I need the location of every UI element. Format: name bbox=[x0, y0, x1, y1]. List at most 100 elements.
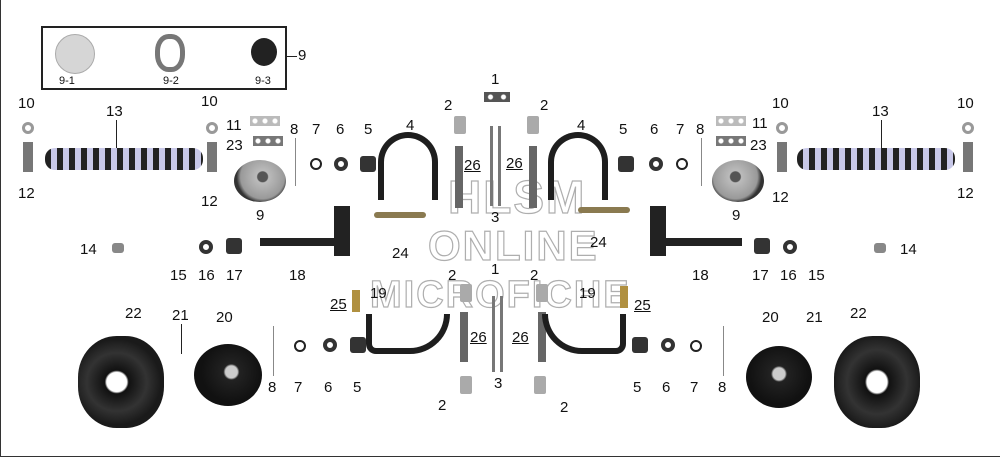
label-20-b: 20 bbox=[762, 309, 779, 326]
bolt-12-b[interactable] bbox=[207, 142, 217, 172]
steering-knuckle-18[interactable] bbox=[260, 238, 344, 246]
o-ring-7-c[interactable] bbox=[690, 340, 702, 352]
bushing-2-d[interactable] bbox=[536, 284, 548, 302]
label-1-b: 1 bbox=[491, 261, 500, 278]
brake-cam-part[interactable] bbox=[251, 38, 277, 66]
nut-17-b[interactable] bbox=[754, 238, 770, 254]
bolt-12-d[interactable] bbox=[963, 142, 973, 172]
tie-rod-end-24[interactable] bbox=[374, 212, 426, 218]
label-14: 14 bbox=[80, 241, 97, 258]
o-ring-7[interactable] bbox=[310, 158, 322, 170]
label-2-b: 2 bbox=[540, 97, 549, 114]
label-2-e: 2 bbox=[438, 397, 447, 414]
label-24-b: 24 bbox=[590, 234, 607, 251]
brake-assembly-9[interactable] bbox=[234, 160, 286, 202]
castle-nut-5-c[interactable] bbox=[632, 337, 648, 353]
label-17-b: 17 bbox=[752, 267, 769, 284]
sleeve-26[interactable] bbox=[455, 146, 463, 208]
washer-6-c[interactable] bbox=[661, 338, 675, 352]
bolt-12[interactable] bbox=[23, 142, 33, 172]
label-12-d: 12 bbox=[957, 185, 974, 202]
nuts-23[interactable] bbox=[253, 136, 283, 146]
nut-10-c[interactable] bbox=[776, 122, 788, 134]
bushing-2[interactable] bbox=[454, 116, 466, 134]
bushing-2-c[interactable] bbox=[460, 284, 472, 302]
grease-nipple-25-b[interactable] bbox=[620, 286, 628, 308]
washer-16-b[interactable] bbox=[783, 240, 797, 254]
washer-6-b[interactable] bbox=[323, 338, 337, 352]
sleeve-26-d[interactable] bbox=[538, 312, 546, 362]
bolt-3[interactable] bbox=[490, 126, 493, 206]
shock-absorber-13-b[interactable] bbox=[797, 148, 955, 170]
label-9: 9 bbox=[256, 207, 265, 224]
nuts-23-b[interactable] bbox=[716, 136, 746, 146]
washers-11-b[interactable] bbox=[716, 116, 746, 126]
label-26-c: 26 bbox=[470, 329, 487, 346]
o-ring-7-d[interactable] bbox=[676, 158, 688, 170]
leader bbox=[285, 56, 297, 57]
sleeve-26-b[interactable] bbox=[529, 146, 537, 208]
leader bbox=[881, 120, 882, 150]
label-25: 25 bbox=[330, 296, 347, 313]
bushing-2-f[interactable] bbox=[534, 376, 546, 394]
bushing-2-e[interactable] bbox=[460, 376, 472, 394]
nut-10-d[interactable] bbox=[962, 122, 974, 134]
bolt-3-c[interactable] bbox=[492, 296, 495, 372]
upper-a-arm-4[interactable] bbox=[378, 132, 438, 200]
label-5: 5 bbox=[364, 121, 373, 138]
washer-6-d[interactable] bbox=[649, 157, 663, 171]
valve-21[interactable] bbox=[181, 324, 182, 354]
nut-10-b[interactable] bbox=[206, 122, 218, 134]
washers-11[interactable] bbox=[250, 116, 280, 126]
nut-10[interactable] bbox=[22, 122, 34, 134]
label-23: 23 bbox=[226, 137, 243, 154]
steering-knuckle-18-b[interactable] bbox=[658, 238, 742, 246]
tie-rod-end-24-b[interactable] bbox=[578, 207, 630, 213]
bolt-3-b[interactable] bbox=[498, 126, 501, 206]
steering-knuckle-18-b-body[interactable] bbox=[650, 206, 666, 256]
label-16-b: 16 bbox=[780, 267, 797, 284]
castle-nut-5-d[interactable] bbox=[618, 156, 634, 172]
bushing-2-b[interactable] bbox=[527, 116, 539, 134]
label-2-d: 2 bbox=[530, 267, 539, 284]
label-13-b: 13 bbox=[872, 103, 889, 120]
label-12: 12 bbox=[18, 185, 35, 202]
cap-14[interactable] bbox=[112, 243, 124, 253]
cap-14-b[interactable] bbox=[874, 243, 886, 253]
label-18-b: 18 bbox=[692, 267, 709, 284]
o-ring-7-b[interactable] bbox=[294, 340, 306, 352]
cotter-pin-8-d[interactable] bbox=[701, 138, 702, 186]
brake-shoes-part[interactable] bbox=[155, 34, 185, 72]
label-22-b: 22 bbox=[850, 305, 867, 322]
washer-6[interactable] bbox=[334, 157, 348, 171]
bolt-3-d[interactable] bbox=[500, 296, 503, 372]
nut-1[interactable] bbox=[484, 92, 510, 102]
rim-20-b[interactable] bbox=[746, 346, 812, 408]
label-2-f: 2 bbox=[560, 399, 569, 416]
castle-nut-5[interactable] bbox=[360, 156, 376, 172]
tire-22[interactable] bbox=[78, 336, 164, 428]
label-12-b: 12 bbox=[201, 193, 218, 210]
brake-assembly-9-b[interactable] bbox=[712, 160, 764, 202]
castle-nut-5-b[interactable] bbox=[350, 337, 366, 353]
label-3-b: 3 bbox=[494, 375, 503, 392]
brake-plate-part[interactable] bbox=[55, 34, 95, 74]
shock-absorber-13[interactable] bbox=[45, 148, 203, 170]
washer-16[interactable] bbox=[199, 240, 213, 254]
label-11: 11 bbox=[226, 117, 242, 134]
cotter-pin-8-c[interactable] bbox=[723, 326, 724, 376]
bolt-12-c[interactable] bbox=[777, 142, 787, 172]
upper-a-arm-4-b[interactable] bbox=[548, 132, 608, 200]
nut-17[interactable] bbox=[226, 238, 242, 254]
grease-nipple-25[interactable] bbox=[352, 290, 360, 312]
cotter-pin-8-b[interactable] bbox=[273, 326, 274, 376]
sleeve-26-c[interactable] bbox=[460, 312, 468, 362]
label-12-c: 12 bbox=[772, 189, 789, 206]
label-10-c: 10 bbox=[772, 95, 789, 112]
label-6-c: 6 bbox=[662, 379, 671, 396]
steering-knuckle-18-body[interactable] bbox=[334, 206, 350, 256]
label-26-b: 26 bbox=[506, 155, 523, 172]
cotter-pin-8[interactable] bbox=[295, 138, 296, 186]
rim-20[interactable] bbox=[194, 344, 262, 406]
tire-22-b[interactable] bbox=[834, 336, 920, 428]
